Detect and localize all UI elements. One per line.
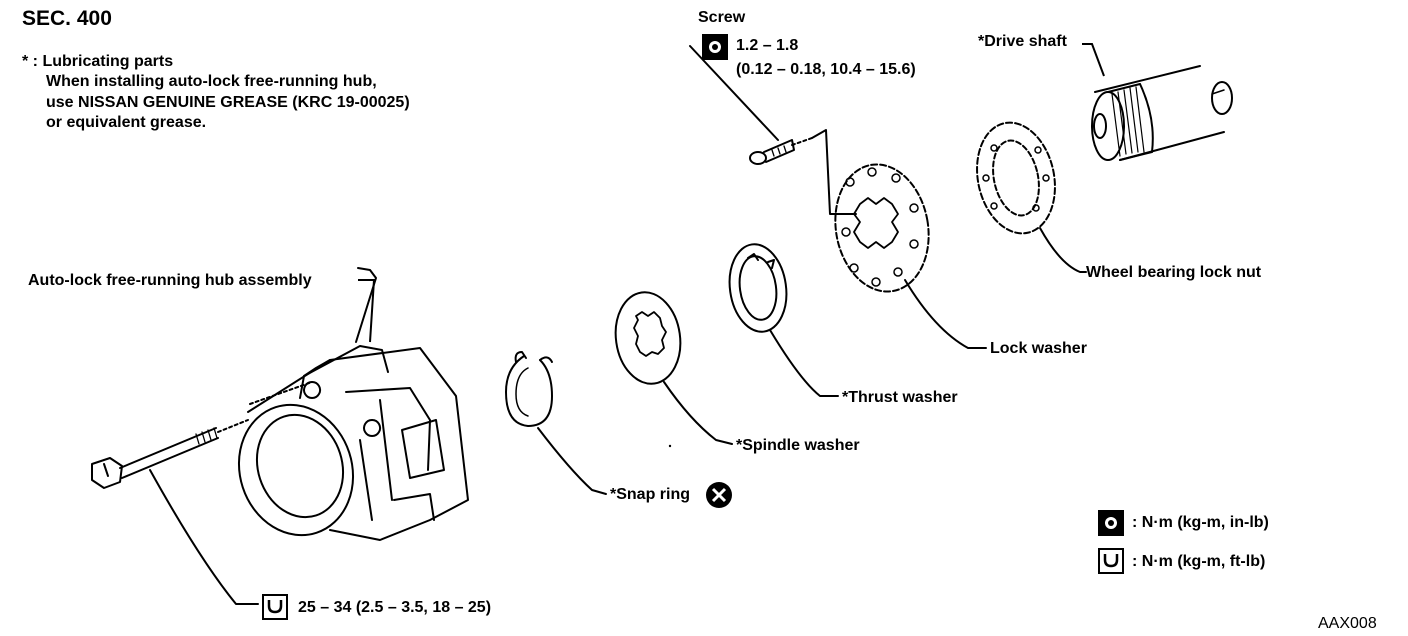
legend-in-lb: : N·m (kg-m, in-lb) [1132,514,1269,531]
do-not-reuse-icon [706,482,732,508]
legend-torque-outline-icon [1098,548,1124,574]
torque-wrench-solid-icon [702,34,728,60]
torque-wrench-outline-icon [262,594,288,620]
hub-assembly-leader [358,279,376,343]
screw-torque-units: (0.12 – 0.18, 10.4 – 15.6) [736,61,916,78]
note-line-1: * : Lubricating parts [22,53,174,70]
hub-assembly-drawing [237,267,469,541]
spindle-washer-drawing [614,291,733,445]
note-line-3: use NISSAN GENUINE GREASE (KRC 19-00025) [46,93,410,111]
drive-shaft-leader [1082,43,1105,77]
lubrication-note: * : Lubricating parts When installing au… [22,52,410,134]
screw-torque-value: 1.2 – 1.8 [736,37,799,54]
thrust-washer-drawing [728,243,839,397]
snap-ring-label: *Snap ring [610,486,691,503]
drive-shaft-drawing [1091,65,1233,161]
screw-drawing [689,45,857,215]
lock-washer-drawing [834,163,987,349]
wheel-bearing-lock-nut-drawing [976,121,1087,273]
screw-label: Screw [698,9,746,26]
note-line-4: or equivalent grease. [46,114,207,132]
section-number: SEC. 400 [22,7,112,30]
legend-torque-solid-icon [1098,510,1124,536]
wheel-bearing-lock-nut-label: Wheel bearing lock nut [1086,264,1262,281]
note-line-2: When installing auto-lock free-running h… [46,73,377,91]
thrust-washer-label: *Thrust washer [842,389,958,406]
figure-code: AAX008 [1318,615,1377,632]
bolt-torque-value: 25 – 34 (2.5 – 3.5, 18 – 25) [298,599,492,616]
stray-dot [668,444,672,448]
legend-ft-lb: : N·m (kg-m, ft-lb) [1132,553,1266,570]
hub-assembly-label: Auto-lock free-running hub assembly [28,272,312,289]
spindle-washer-label: *Spindle washer [736,437,860,454]
drive-shaft-label: *Drive shaft [978,33,1067,50]
bolt-drawing [91,419,259,605]
snap-ring-drawing [505,351,607,495]
lock-washer-label: Lock washer [990,340,1087,357]
